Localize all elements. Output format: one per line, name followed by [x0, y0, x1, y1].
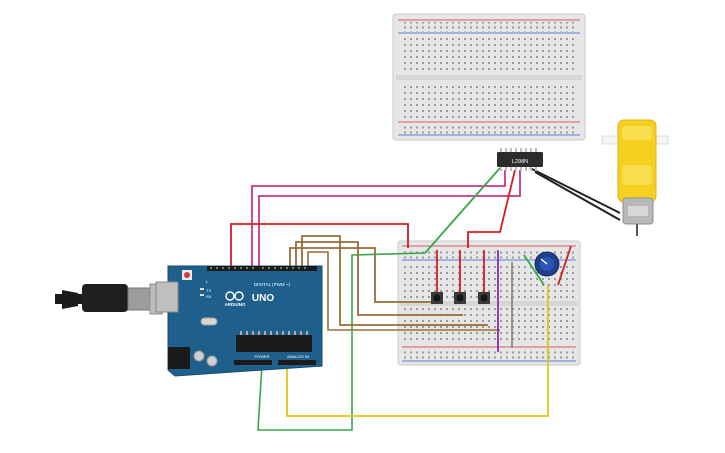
wire-green-driver[interactable]	[424, 167, 501, 254]
wire-green-ground[interactable]	[257, 252, 426, 431]
usb-cable-icon	[55, 283, 163, 315]
wire-brown-1[interactable]	[289, 247, 440, 303]
wire-motor-1[interactable]	[529, 167, 621, 214]
led-rx-label: RX	[206, 294, 212, 299]
breadboard-top	[392, 13, 586, 141]
wire-brown-4[interactable]	[307, 251, 500, 331]
wire-red-driver[interactable]	[467, 169, 516, 248]
led-l-label: L	[206, 279, 209, 284]
analog-header-label: ANALOG IN	[287, 354, 309, 359]
led-tx-label: TX	[206, 288, 211, 293]
board-brand: ARDUINO	[225, 302, 246, 307]
atmega-chip	[236, 335, 312, 352]
wire-green-pot[interactable]	[523, 254, 545, 286]
wire-brown-3[interactable]	[301, 235, 488, 326]
board-model: UNO	[252, 293, 274, 304]
analog-header	[278, 360, 316, 365]
pushbutton-icon[interactable]	[454, 292, 466, 304]
power-header	[234, 360, 272, 365]
pushbutton-icon[interactable]	[431, 292, 443, 304]
wire-brown-2[interactable]	[295, 241, 463, 316]
arduino-logo-icon	[225, 291, 244, 301]
potentiometer-icon[interactable]	[534, 251, 560, 277]
driver-chip[interactable]: L298N	[497, 148, 543, 171]
wire-pink-1[interactable]	[251, 170, 506, 268]
wire-yellow-analog[interactable]	[286, 285, 549, 417]
pushbutton-icon[interactable]	[478, 292, 490, 304]
digital-header-label: DIGITAL (PWM ~)	[254, 282, 291, 287]
arduino-uno-board[interactable]: DIGITAL (PWM ~) ARDUINO UNO L TX RX	[155, 265, 323, 377]
wire-motor-2[interactable]	[534, 171, 621, 221]
wire-red-pot[interactable]	[557, 245, 572, 286]
dc-motor-icon[interactable]	[601, 119, 669, 236]
wire-pink-2[interactable]	[258, 170, 521, 268]
wire-red-power[interactable]	[230, 223, 409, 268]
driver-chip-label: L298N	[512, 159, 528, 165]
power-header-label: POWER	[254, 354, 269, 359]
